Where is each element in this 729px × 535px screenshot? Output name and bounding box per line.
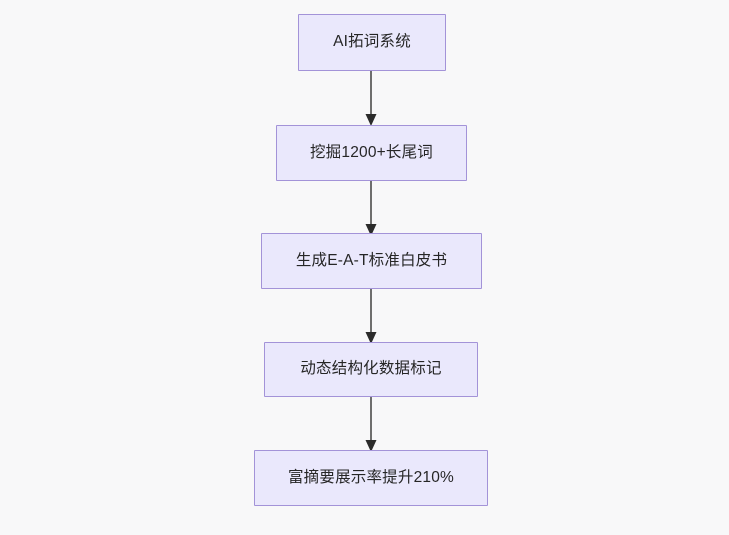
flowchart-node-label: 生成E-A-T标准白皮书	[295, 251, 448, 269]
flowchart-node-label: 动态结构化数据标记	[300, 360, 442, 378]
flowchart-node-label: AI拓词系统	[333, 33, 411, 51]
flowchart-node-generate-eat-whitepaper[interactable]: 生成E-A-T标准白皮书	[261, 233, 482, 289]
edge-n3-n4	[365, 286, 377, 344]
flowchart-node-dynamic-structured-data-markup[interactable]: 动态结构化数据标记	[264, 342, 478, 397]
flowchart-node-label: 富摘要展示率提升210%	[287, 468, 455, 486]
edge-n4-n5	[365, 394, 377, 452]
flowchart-node-mine-longtail-keywords[interactable]: 挖掘1200+长尾词	[276, 125, 467, 181]
edge-n2-n3	[365, 178, 377, 236]
flowchart-node-rich-snippet-impression-lift[interactable]: 富摘要展示率提升210%	[254, 450, 488, 506]
flowchart-node-label: 挖掘1200+长尾词	[309, 143, 434, 161]
flowchart-node-ai-keyword-system[interactable]: AI拓词系统	[298, 14, 446, 71]
edge-n1-n2	[365, 68, 377, 126]
